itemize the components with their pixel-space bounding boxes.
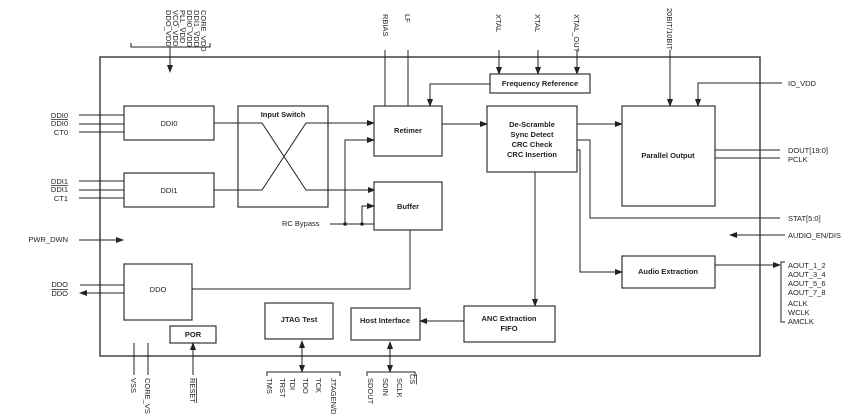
svg-text:TRST: TRST bbox=[278, 378, 287, 398]
svg-text:DDO: DDO bbox=[51, 289, 68, 298]
svg-text:AMCLK: AMCLK bbox=[788, 317, 814, 326]
pin-label: DDI1_VDD bbox=[192, 10, 201, 48]
jtag-pin-labels: TMS TRST TDI TDO TCK JTAGEN/DIS bbox=[265, 378, 338, 414]
block-parallel-output: Parallel Output bbox=[621, 105, 716, 207]
block-descrambler: De-Scramble Sync Detect CRC Check CRC In… bbox=[486, 105, 578, 173]
svg-text:Buffer: Buffer bbox=[397, 202, 419, 211]
svg-text:JTAG Test: JTAG Test bbox=[281, 315, 318, 324]
block-ddi0: DDI0 bbox=[123, 105, 215, 141]
svg-text:DDO: DDO bbox=[51, 280, 68, 289]
svg-text:TCK: TCK bbox=[314, 378, 323, 393]
label-rc-bypass: RC Bypass bbox=[282, 219, 320, 228]
svg-text:SCLK: SCLK bbox=[395, 378, 404, 398]
svg-text:TMS: TMS bbox=[265, 378, 274, 394]
svg-text:DDI0: DDI0 bbox=[160, 119, 177, 128]
power-pin-labels: CORE_VDD DDI1_VDD DDI0_VDD PLL_VDD VCO_V… bbox=[164, 10, 208, 52]
svg-text:AOUT_5_6: AOUT_5_6 bbox=[788, 279, 826, 288]
svg-text:SDIN: SDIN bbox=[381, 378, 390, 396]
svg-text:DDI1: DDI1 bbox=[51, 177, 68, 186]
svg-text:POR: POR bbox=[185, 330, 202, 339]
svg-text:Audio Extraction: Audio Extraction bbox=[638, 267, 698, 276]
svg-text:WCLK: WCLK bbox=[788, 308, 810, 317]
svg-text:SDOUT: SDOUT bbox=[366, 378, 375, 405]
pin-xtal-n: XTAL bbox=[494, 14, 503, 32]
audio-pin-labels: AOUT_1_2 AOUT_3_4 AOUT_5_6 AOUT_7_8 ACLK… bbox=[788, 261, 826, 326]
block-ddi1: DDI1 bbox=[123, 172, 215, 208]
svg-text:Frequency Reference: Frequency Reference bbox=[502, 79, 578, 88]
pin-stat: STAT[5:0] bbox=[788, 214, 821, 223]
svg-text:Input Switch: Input Switch bbox=[261, 110, 306, 119]
block-buffer: Buffer bbox=[373, 181, 443, 231]
block-ddo: DDO bbox=[123, 263, 193, 321]
svg-text:DDI1: DDI1 bbox=[160, 186, 177, 195]
pin-label: PLL_VDD bbox=[178, 10, 187, 44]
pin-dout: DOUT[19:0] bbox=[788, 146, 828, 155]
svg-text:TDI: TDI bbox=[288, 378, 297, 390]
svg-text:Host Interface: Host Interface bbox=[360, 316, 410, 325]
svg-text:CS: CS bbox=[408, 374, 417, 384]
pin-bitmode: 20BIT/10BIT bbox=[665, 8, 674, 51]
block-audio-extraction: Audio Extraction bbox=[621, 255, 716, 289]
svg-text:Retimer: Retimer bbox=[394, 126, 422, 135]
svg-text:ANC Extraction: ANC Extraction bbox=[481, 314, 536, 323]
svg-text:Parallel Output: Parallel Output bbox=[641, 151, 695, 160]
svg-text:CRC Insertion: CRC Insertion bbox=[507, 150, 557, 159]
pin-lf: LF bbox=[403, 14, 412, 23]
block-input-switch: Input Switch bbox=[237, 105, 376, 208]
pin-xtal: XTAL bbox=[533, 14, 542, 32]
pin-rbias: RBIAS bbox=[381, 14, 390, 37]
pin-vss: VSS bbox=[129, 378, 138, 393]
block-host-interface: Host Interface bbox=[350, 307, 421, 341]
svg-text:DDI0: DDI0 bbox=[51, 111, 68, 120]
svg-text:De-Scramble: De-Scramble bbox=[509, 120, 555, 129]
block-frequency-reference: Frequency Reference bbox=[489, 73, 591, 94]
block-jtag-test: JTAG Test bbox=[264, 302, 334, 340]
pin-label: CORE_VDD bbox=[199, 10, 208, 52]
svg-text:ACLK: ACLK bbox=[788, 299, 808, 308]
block-por: POR bbox=[169, 325, 217, 344]
svg-text:DDI1: DDI1 bbox=[51, 185, 68, 194]
pin-io-vdd: IO_VDD bbox=[788, 79, 817, 88]
svg-text:DDI0: DDI0 bbox=[51, 119, 68, 128]
svg-text:JTAGEN/DIS: JTAGEN/DIS bbox=[329, 378, 338, 414]
pin-pclk: PCLK bbox=[788, 155, 808, 164]
svg-text:CT1: CT1 bbox=[54, 194, 68, 203]
pin-core-vss: CORE_VSS bbox=[143, 378, 152, 414]
svg-text:TDO: TDO bbox=[301, 378, 310, 394]
svg-text:PWR_DWN: PWR_DWN bbox=[28, 235, 68, 244]
host-pin-labels: SDOUT SDIN SCLK CS bbox=[366, 374, 417, 405]
svg-text:CRC Check: CRC Check bbox=[512, 140, 554, 149]
svg-text:AOUT_7_8: AOUT_7_8 bbox=[788, 288, 826, 297]
block-retimer: Retimer bbox=[373, 105, 443, 157]
chip-outline bbox=[99, 56, 761, 357]
svg-text:DDO: DDO bbox=[150, 285, 167, 294]
svg-text:Sync Detect: Sync Detect bbox=[511, 130, 554, 139]
svg-text:FIFO: FIFO bbox=[500, 324, 517, 333]
pin-label: DDI0_VDD bbox=[185, 10, 194, 48]
svg-text:AOUT_3_4: AOUT_3_4 bbox=[788, 270, 826, 279]
svg-text:AOUT_1_2: AOUT_1_2 bbox=[788, 261, 826, 270]
left-pins: DDI0 DDI0 CT0 DDI1 DDI1 CT1 PWR_DWN DDO … bbox=[28, 111, 68, 298]
pin-audio-en: AUDIO_EN/DIS bbox=[788, 231, 841, 240]
pin-xtal-out: XTAL_OUT bbox=[572, 14, 581, 53]
pin-label: DDO_VDD bbox=[164, 10, 173, 47]
svg-text:CT0: CT0 bbox=[54, 128, 68, 137]
pin-label: VCO_VDD bbox=[171, 10, 180, 47]
pin-reset: RESET bbox=[188, 378, 197, 403]
